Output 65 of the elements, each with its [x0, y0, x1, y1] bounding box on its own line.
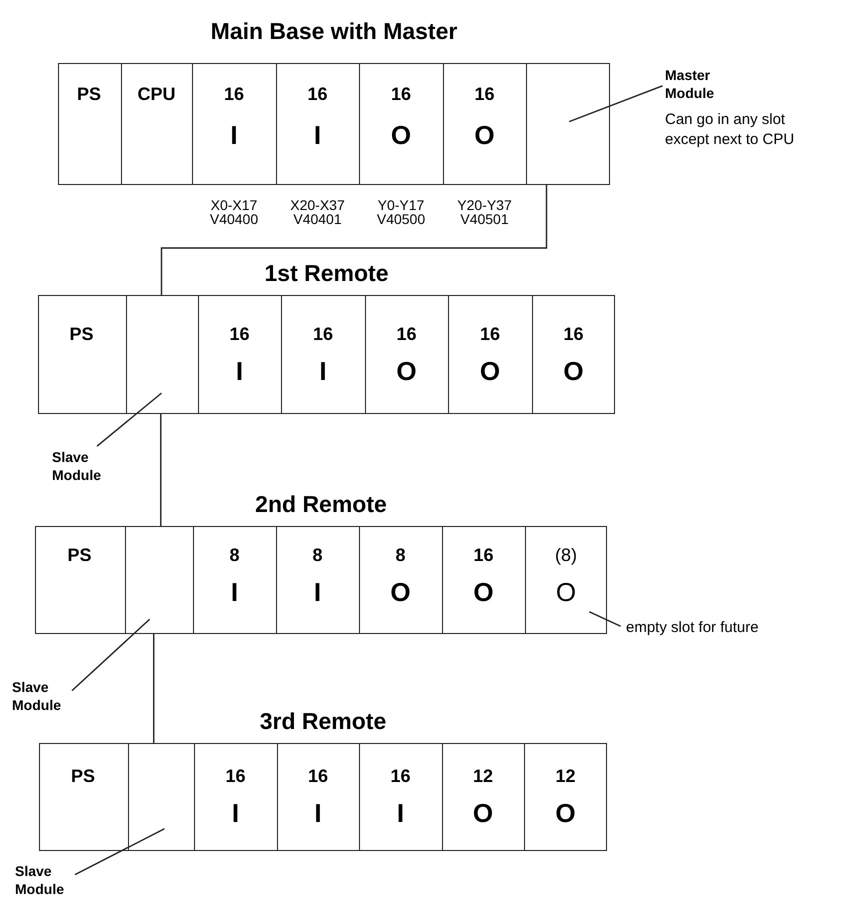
address-label: X20-X37 V40401 [289, 198, 346, 226]
io-type: I [232, 798, 240, 829]
module-count: (8) [555, 545, 577, 566]
module-count: 16 [563, 324, 584, 345]
io-type: I [319, 356, 327, 387]
module-count: 16 [229, 324, 250, 345]
leader-line [568, 85, 663, 122]
io-type: O [555, 798, 576, 829]
rack-title: 1st Remote [264, 260, 388, 287]
io-type: I [230, 577, 238, 608]
module-count: 16 [312, 324, 334, 345]
module-count: 16 [396, 324, 417, 345]
rack-title: 3rd Remote [260, 708, 386, 735]
io-type: I [314, 577, 322, 608]
module-count: 16 [474, 84, 495, 105]
io-type: I [314, 120, 322, 151]
callout-text: Slave Module [12, 678, 72, 714]
module-count: 12 [472, 766, 494, 787]
io-type: O [563, 356, 584, 387]
cable-line [160, 184, 548, 296]
io-type: O [473, 577, 494, 608]
leader-line [588, 611, 621, 627]
address-label: X0-X17 V40400 [208, 198, 260, 226]
module-count: 12 [555, 766, 576, 787]
rack-title: 2nd Remote [255, 491, 387, 518]
io-type: I [314, 798, 322, 829]
io-type: I [396, 798, 404, 829]
module-count: 16 [480, 324, 500, 345]
module-count: 16 [390, 766, 411, 787]
slot-label: PS [76, 84, 101, 105]
callout-text: Slave Module [52, 448, 112, 484]
io-type: I [230, 120, 238, 151]
rack-title: Main Base with Master [210, 18, 458, 45]
callout-text: Master Module [665, 66, 745, 102]
leader-line [96, 392, 162, 447]
module-count: 8 [312, 545, 322, 566]
io-type: I [236, 356, 244, 387]
module-count: 16 [308, 766, 328, 787]
leader-line [74, 828, 165, 876]
leader-line [72, 618, 150, 692]
slot-label: CPU [137, 84, 176, 105]
address-label: Y20-Y37 V40501 [456, 198, 513, 226]
module-count: 16 [225, 766, 246, 787]
address-label: Y0-Y17 V40500 [376, 198, 426, 226]
module-count: 8 [229, 545, 240, 566]
slot-label: PS [67, 545, 92, 566]
module-count: 16 [307, 84, 328, 105]
io-type: O [390, 577, 411, 608]
io-type: O [472, 798, 494, 829]
io-type: O [556, 577, 576, 608]
io-type: O [474, 120, 495, 151]
module-count: 8 [395, 545, 406, 566]
cable-line [153, 633, 154, 744]
module-count: 16 [224, 84, 244, 105]
slot-label: PS [70, 766, 95, 787]
io-type: O [396, 356, 417, 387]
module-count: 16 [390, 84, 412, 105]
callout-text: Slave Module [15, 862, 75, 898]
io-type: O [480, 356, 500, 387]
note-text: Can go in any slot except next to CPU [665, 110, 796, 150]
slot-label: PS [69, 324, 94, 345]
cable-line [160, 413, 162, 527]
io-type: O [390, 120, 412, 151]
module-count: 16 [473, 545, 494, 566]
callout-text: empty slot for future [626, 619, 806, 637]
